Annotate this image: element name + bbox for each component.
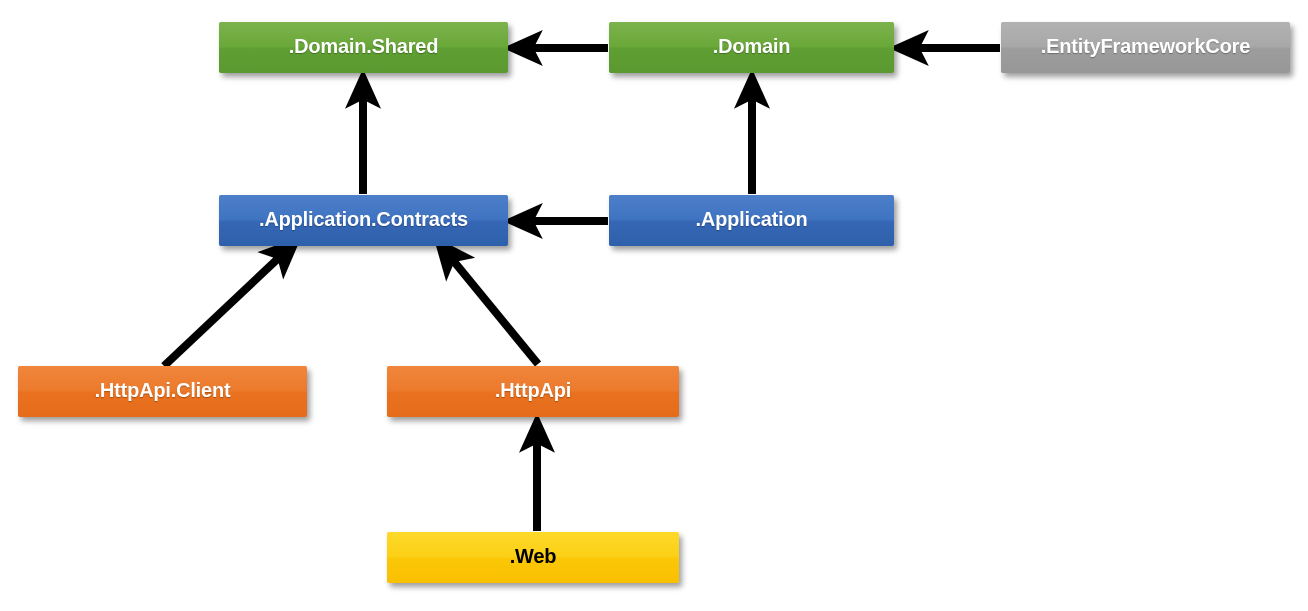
node-application-contracts[interactable]: .Application.Contracts bbox=[219, 195, 508, 246]
node-httpapi-client[interactable]: .HttpApi.Client bbox=[18, 366, 307, 417]
node-domain[interactable]: .Domain bbox=[609, 22, 894, 73]
node-httpapi[interactable]: .HttpApi bbox=[387, 366, 679, 417]
node-label: .HttpApi bbox=[494, 380, 572, 402]
node-label: .Domain.Shared bbox=[288, 36, 439, 58]
node-label: .Domain bbox=[712, 36, 791, 58]
node-label: .Web bbox=[509, 546, 557, 568]
node-label: .Application bbox=[695, 209, 808, 231]
node-label: .EntityFrameworkCore bbox=[1040, 36, 1251, 58]
edge-httpapi-client-to-contracts bbox=[161, 236, 302, 369]
node-label: .HttpApi.Client bbox=[94, 380, 231, 402]
node-domain-shared[interactable]: .Domain.Shared bbox=[219, 22, 508, 73]
node-web[interactable]: .Web bbox=[387, 532, 679, 583]
node-entityframeworkcore[interactable]: .EntityFrameworkCore bbox=[1001, 22, 1290, 73]
node-label: .Application.Contracts bbox=[259, 209, 468, 231]
node-application[interactable]: .Application bbox=[609, 195, 894, 246]
edge-httpapi-to-contracts bbox=[433, 236, 542, 367]
